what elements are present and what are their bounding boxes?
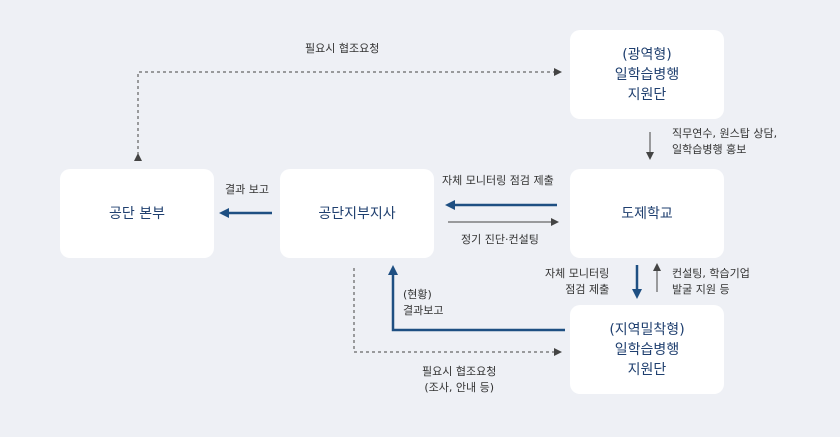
branch-box: 공단지부지사 bbox=[280, 169, 434, 258]
status-report-connector bbox=[388, 265, 565, 332]
school-label: 도제학교 bbox=[621, 205, 673, 222]
cooperation-top-label: 필요시 협조요청 bbox=[305, 42, 380, 55]
training-label: 직무연수, 원스탑 상담, 일학습병행 홍보 bbox=[672, 127, 778, 156]
wide-center-line-1: (광역형) bbox=[622, 46, 672, 63]
headquarters-label: 공단 본부 bbox=[109, 205, 165, 222]
result-report-label: 결과 보고 bbox=[225, 183, 269, 196]
self-monitoring-submit-label: 자체 모니터링 점검 제출 bbox=[442, 174, 554, 187]
regional-center-box: (지역밀착형) 일학습병행 지원단 bbox=[570, 305, 724, 394]
status-report-label: (현황) 결과보고 bbox=[403, 288, 444, 317]
school-box: 도제학교 bbox=[570, 169, 724, 258]
regular-diagnosis-label: 정기 진단·컨설팅 bbox=[461, 233, 539, 246]
cooperation-bottom-connector bbox=[353, 268, 562, 356]
wide-center-line-3: 지원단 bbox=[627, 86, 667, 103]
branch-label: 공단지부지사 bbox=[318, 205, 396, 222]
regional-center-line-2: 일학습병행 bbox=[614, 341, 680, 358]
cooperation-top-connector bbox=[134, 68, 562, 161]
wide-center-line-2: 일학습병행 bbox=[614, 66, 680, 83]
self-monitoring-lines-label: 자체 모니터링 점검 제출 bbox=[545, 267, 610, 296]
wide-center-box: (광역형) 일학습병행 지원단 bbox=[570, 30, 724, 119]
consulting-label: 컨설팅, 학습기업 발굴 지원 등 bbox=[672, 267, 750, 296]
regional-center-line-3: 지원단 bbox=[627, 361, 667, 378]
headquarters-box: 공단 본부 bbox=[60, 169, 214, 258]
cooperation-bottom-label: 필요시 협조요청 (조사, 안내 등) bbox=[422, 365, 497, 394]
regional-center-line-1: (지역밀착형) bbox=[609, 321, 685, 338]
